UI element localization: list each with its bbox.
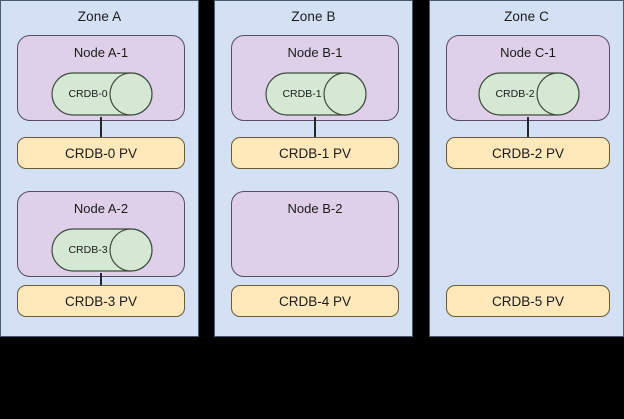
pv-label-crdb-3: CRDB-3 PV xyxy=(64,293,137,309)
pod-cylinder-crdb-2[interactable]: CRDB-2 xyxy=(478,72,580,116)
pv-label-crdb-5: CRDB-5 PV xyxy=(491,293,564,309)
pv-box-crdb-5[interactable]: CRDB-5 PV xyxy=(446,285,610,317)
pod-cylinder-crdb-3[interactable]: CRDB-3 xyxy=(51,228,153,272)
node-label-b-2: Node B-2 xyxy=(287,201,343,216)
node-box-b-1[interactable]: Node B-1 CRDB-1 xyxy=(231,35,399,121)
pod-cylinder-crdb-0[interactable]: CRDB-0 xyxy=(51,72,153,116)
zone-title-c: Zone C xyxy=(504,9,549,24)
pv-label-crdb-0: CRDB-0 PV xyxy=(64,145,137,161)
node-label-a-1: Node A-1 xyxy=(73,45,129,60)
zone-title-a: Zone A xyxy=(77,9,122,24)
pod-cylinder-crdb-1[interactable]: CRDB-1 xyxy=(265,72,367,116)
pv-label-crdb-2: CRDB-2 PV xyxy=(491,145,564,161)
pv-box-crdb-0[interactable]: CRDB-0 PV xyxy=(17,137,185,169)
pv-box-crdb-3[interactable]: CRDB-3 PV xyxy=(17,285,185,317)
node-box-c-1[interactable]: Node C-1 CRDB-2 xyxy=(446,35,610,121)
pv-box-crdb-1[interactable]: CRDB-1 PV xyxy=(231,137,399,169)
zone-title-b: Zone B xyxy=(291,9,336,24)
node-box-b-2[interactable]: Node B-2 xyxy=(231,191,399,277)
zone-panel-c: Zone C Node C-1 CRDB-2 CRDB-2 PV CRDB-5 … xyxy=(429,0,624,337)
pv-label-crdb-4: CRDB-4 PV xyxy=(278,293,351,309)
connector-c-1 xyxy=(527,117,529,139)
node-box-a-2[interactable]: Node A-2 CRDB-3 xyxy=(17,191,185,277)
connector-b-1 xyxy=(314,117,316,139)
connector-a-2 xyxy=(100,273,102,295)
pv-box-crdb-4[interactable]: CRDB-4 PV xyxy=(231,285,399,317)
zone-panel-b: Zone B Node B-1 CRDB-1 CRDB-1 PV Node B-… xyxy=(214,0,413,337)
pv-label-crdb-1: CRDB-1 PV xyxy=(278,145,351,161)
connector-a-1 xyxy=(100,117,102,139)
node-box-a-1[interactable]: Node A-1 CRDB-0 xyxy=(17,35,185,121)
node-label-c-1: Node C-1 xyxy=(500,45,556,60)
node-label-b-1: Node B-1 xyxy=(287,45,343,60)
zone-panel-a: Zone A Node A-1 CRDB-0 CRDB-0 PV Node A-… xyxy=(0,0,199,337)
pv-box-crdb-2[interactable]: CRDB-2 PV xyxy=(446,137,610,169)
node-label-a-2: Node A-2 xyxy=(73,201,129,216)
